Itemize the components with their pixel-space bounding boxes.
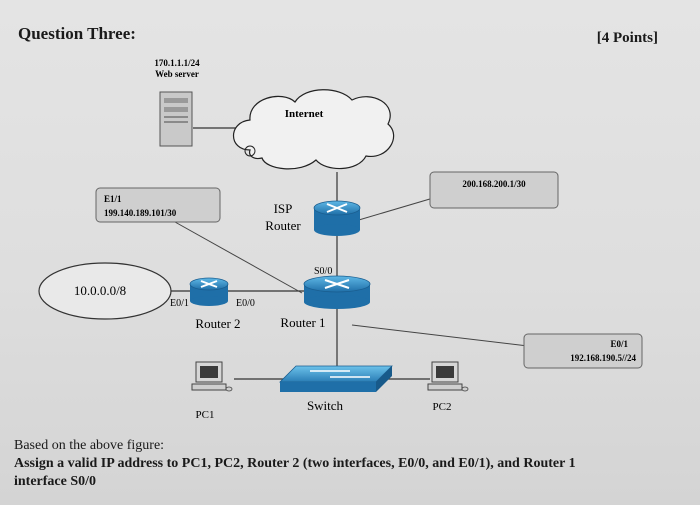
isp-router-label-2: Router xyxy=(265,218,301,233)
points-label: [4 Points] xyxy=(596,30,658,46)
router1-label: Router 1 xyxy=(280,315,325,330)
web-server-label: Web server xyxy=(155,69,199,79)
caption-line-2: Assign a valid IP address to PC1, PC2, R… xyxy=(14,456,576,471)
network-diagram: 170.1.1.1/24 Web server Internet ISP Rou… xyxy=(38,58,643,421)
pointer-e01 xyxy=(351,324,529,347)
callout-e11-iface: E1/1 xyxy=(104,194,122,204)
web-server-icon xyxy=(159,91,193,147)
caption-line-1: Based on the above figure: xyxy=(14,438,165,453)
callout-e01-iface: E0/1 xyxy=(610,339,628,349)
caption-line-3: interface S0/0 xyxy=(14,474,97,489)
pc2-label: PC2 xyxy=(433,401,452,413)
callout-isp-link-ip: 200.168.200.1/30 xyxy=(462,179,526,189)
callout-e01: E0/1 192.168.190.5//24 xyxy=(523,333,643,369)
callout-e11: E1/1 199.140.189.101/30 xyxy=(95,187,221,223)
internet-label: Internet xyxy=(285,108,324,120)
lan-cloud-label: 10.0.0.0/8 xyxy=(74,283,126,298)
router1-icon xyxy=(303,275,371,309)
isp-router-label-1: ISP xyxy=(274,201,293,216)
switch-icon xyxy=(279,365,393,392)
router2-if-right: E0/0 xyxy=(236,298,255,309)
question-caption: Based on the above figure: Assign a vali… xyxy=(14,437,674,491)
isp-router-icon xyxy=(313,200,361,236)
internet-cloud-icon xyxy=(233,89,395,170)
callout-pointers xyxy=(174,195,529,347)
pointer-e11 xyxy=(174,221,303,294)
callout-isp-link: 200.168.200.1/30 xyxy=(429,171,559,209)
router1-if-top: S0/0 xyxy=(314,266,332,277)
switch-label: Switch xyxy=(307,398,344,413)
router2-label: Router 2 xyxy=(195,316,240,331)
pc1-icon xyxy=(191,361,233,392)
callout-e11-ip: 199.140.189.101/30 xyxy=(104,208,177,218)
lan-cloud xyxy=(38,262,172,320)
callout-e01-ip: 192.168.190.5//24 xyxy=(570,353,636,363)
web-server-ip: 170.1.1.1/24 xyxy=(154,58,200,68)
pc2-icon xyxy=(427,361,469,392)
router2-if-left: E0/1 xyxy=(170,298,189,309)
links xyxy=(170,127,430,380)
pointer-isp-link xyxy=(351,195,441,223)
question-title: Question Three: xyxy=(18,24,136,43)
pc1-label: PC1 xyxy=(196,409,215,421)
router2-icon xyxy=(189,277,229,306)
